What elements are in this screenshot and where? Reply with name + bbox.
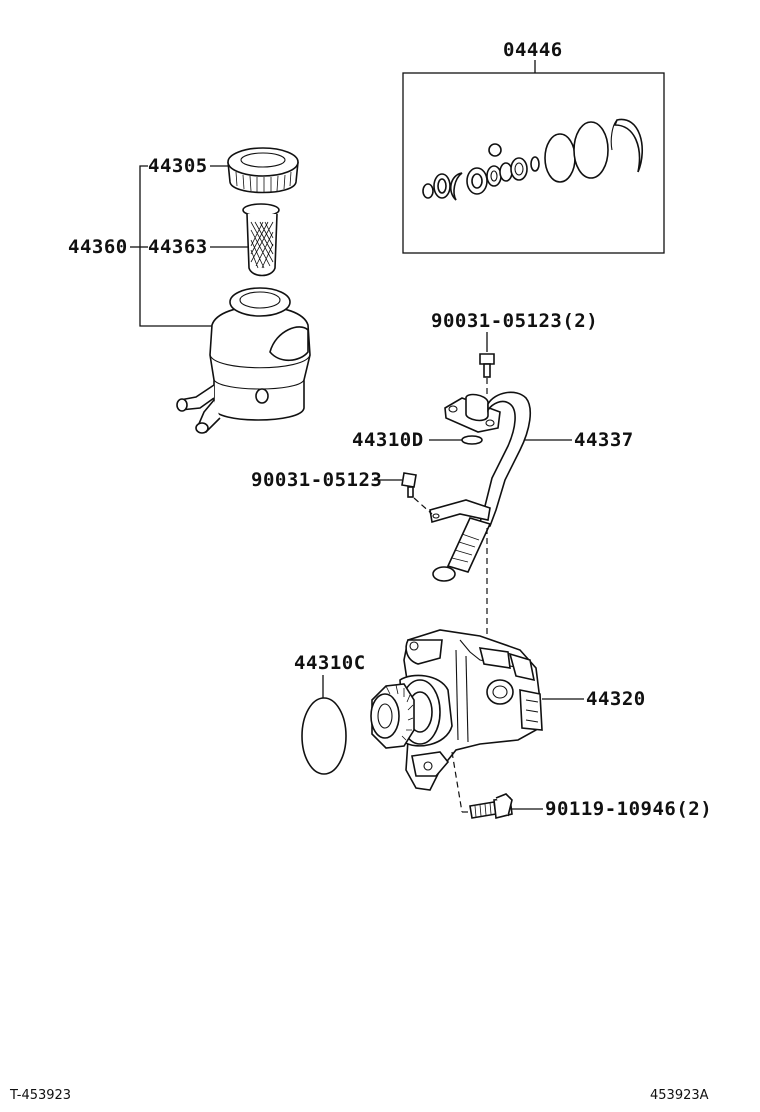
- oring-c: [301, 697, 347, 775]
- label-oring-c[interactable]: 44310C: [294, 652, 366, 674]
- bolt-top: [479, 353, 495, 365]
- pipe-group: 44310D 44337: [352, 391, 634, 582]
- oring-c-group: 44310C: [294, 652, 366, 775]
- bolt-bottom: [469, 793, 513, 819]
- label-pump[interactable]: 44320: [586, 688, 646, 710]
- seal-kit-group: 04446: [402, 39, 665, 254]
- bolt-left: [401, 472, 417, 488]
- label-bolt-bottom[interactable]: 90119-10946(2): [545, 798, 712, 820]
- label-oring-d[interactable]: 44310D: [352, 429, 424, 451]
- label-bolt-left[interactable]: 90031-05123: [251, 469, 382, 491]
- seal-kit-box: [402, 72, 665, 254]
- label-seal-kit[interactable]: 04446: [503, 39, 563, 61]
- power-steering-pump: [370, 629, 543, 791]
- footer-right-code: 453923A: [650, 1088, 709, 1103]
- label-reservoir[interactable]: 44360: [68, 236, 128, 258]
- reservoir-labels: 44305 44360 44363: [68, 155, 248, 327]
- pump-group: 44320: [370, 629, 646, 813]
- pipe-44337: [429, 391, 532, 582]
- reservoir-body: [176, 287, 311, 434]
- bracket-reservoir: [139, 165, 215, 327]
- footer-left-code: T-453923: [9, 1088, 71, 1103]
- label-pipe[interactable]: 44337: [574, 429, 634, 451]
- bolt-bottom-group: 90119-10946(2): [462, 793, 712, 820]
- label-bolt-top[interactable]: 90031-05123(2): [431, 310, 598, 332]
- label-cap[interactable]: 44305: [148, 155, 208, 177]
- reservoir-cap: [227, 147, 299, 194]
- seal-kit-parts: [422, 118, 644, 201]
- bolt-left-group: 90031-05123: [251, 469, 433, 515]
- reservoir-strainer: [242, 203, 280, 277]
- oring-d: [461, 435, 483, 445]
- bolt-top-group: 90031-05123(2): [431, 310, 598, 395]
- label-strainer[interactable]: 44363: [148, 236, 208, 258]
- axis-pump-bolt: [451, 751, 463, 813]
